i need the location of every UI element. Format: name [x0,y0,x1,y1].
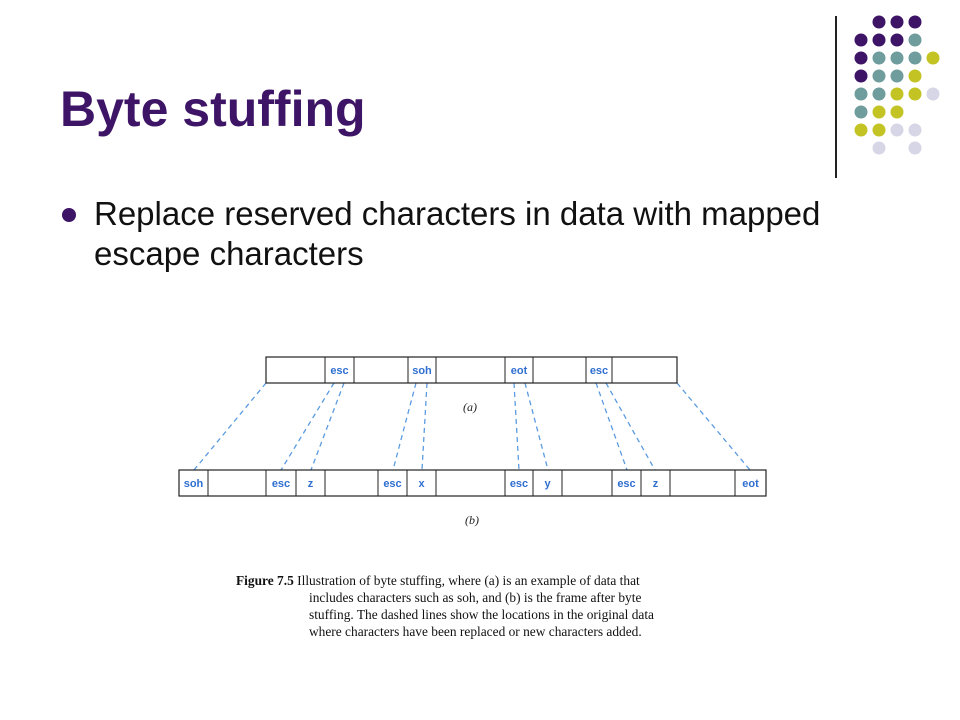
row-a-cell-label: esc [590,365,608,377]
row-b-cell-label: eot [742,478,759,490]
dashed-mapping-line [392,382,417,471]
caption-line-2: includes characters such as soh, and (b)… [309,590,642,605]
dashed-mapping-line [310,382,345,471]
row-b-cell-label: y [544,478,551,490]
decorative-dot [908,87,922,101]
row-b-frame [178,469,767,497]
bullet-text: Replace reserved characters in data with… [94,195,821,272]
decorative-dot [890,87,904,101]
decorative-dot [854,69,868,83]
decorative-dot [908,33,922,47]
decorative-dot [854,105,868,119]
decorative-dot [872,105,886,119]
label-a: (a) [463,400,477,414]
decorative-dot [890,51,904,65]
decorative-dot [872,51,886,65]
row-b-cell-label: esc [510,478,528,490]
row-a-cell-label: esc [330,365,348,377]
row-b-cell-label: x [418,478,425,490]
decorative-dot [890,15,904,29]
decorative-dot [908,15,922,29]
decorative-dot [872,69,886,83]
bullet-point-icon [62,208,76,222]
decorative-dot [890,105,904,119]
dashed-mapping-line [595,382,628,471]
decorative-dot [926,51,940,65]
row-b-cell-label: esc [272,478,290,490]
stuffed-frame-row: soh esc z esc x esc y esc z eot [178,469,767,497]
decorative-dot [854,51,868,65]
decorative-dot [872,123,886,137]
caption-line-4: where characters have been replaced or n… [309,624,642,639]
dashed-mapping-line [676,382,751,471]
decorative-dot [890,123,904,137]
decorative-dot [908,123,922,137]
row-a-cell-label: eot [511,365,528,377]
decorative-dot [908,69,922,83]
dashed-mapping-line [605,382,656,471]
label-b: (b) [465,513,479,527]
decorative-dot [890,33,904,47]
row-b-cell-label: z [308,478,314,490]
dashed-mapping-line [421,382,428,471]
decorative-dot [908,51,922,65]
row-b-cell-label: soh [184,478,204,490]
figure-caption: Figure 7.5 Illustration of byte stuffing… [236,572,732,640]
row-a-cell-label: soh [412,365,432,377]
decorative-dot-grid [854,15,940,155]
row-b-cell-label: z [653,478,659,490]
dashed-mapping-line [513,382,520,471]
decorative-dot [854,123,868,137]
dashed-mapping-line [280,382,335,471]
decorative-dot [872,33,886,47]
original-data-row: esc soh eot esc [265,356,678,384]
decorative-dot [872,87,886,101]
slide-title: Byte stuffing [60,81,366,137]
caption-line-3: stuffing. The dashed lines show the loca… [309,607,654,622]
decorative-divider-line [835,16,837,178]
row-b-cell-label: esc [617,478,635,490]
dashed-mapping-line [193,382,267,471]
decorative-dot [908,141,922,155]
dashed-mapping-line [524,382,549,471]
row-b-cell-label: esc [383,478,401,490]
row-a-frame [265,356,678,384]
decorative-dot [854,87,868,101]
caption-line-1: Illustration of byte stuffing, where (a)… [297,573,640,588]
decorative-dot [890,69,904,83]
decorative-dot [926,87,940,101]
decorative-dot [872,141,886,155]
dashed-mapping-lines [193,382,751,471]
caption-figure-number: Figure 7.5 [236,573,294,588]
decorative-dot [872,15,886,29]
decorative-dot [854,33,868,47]
